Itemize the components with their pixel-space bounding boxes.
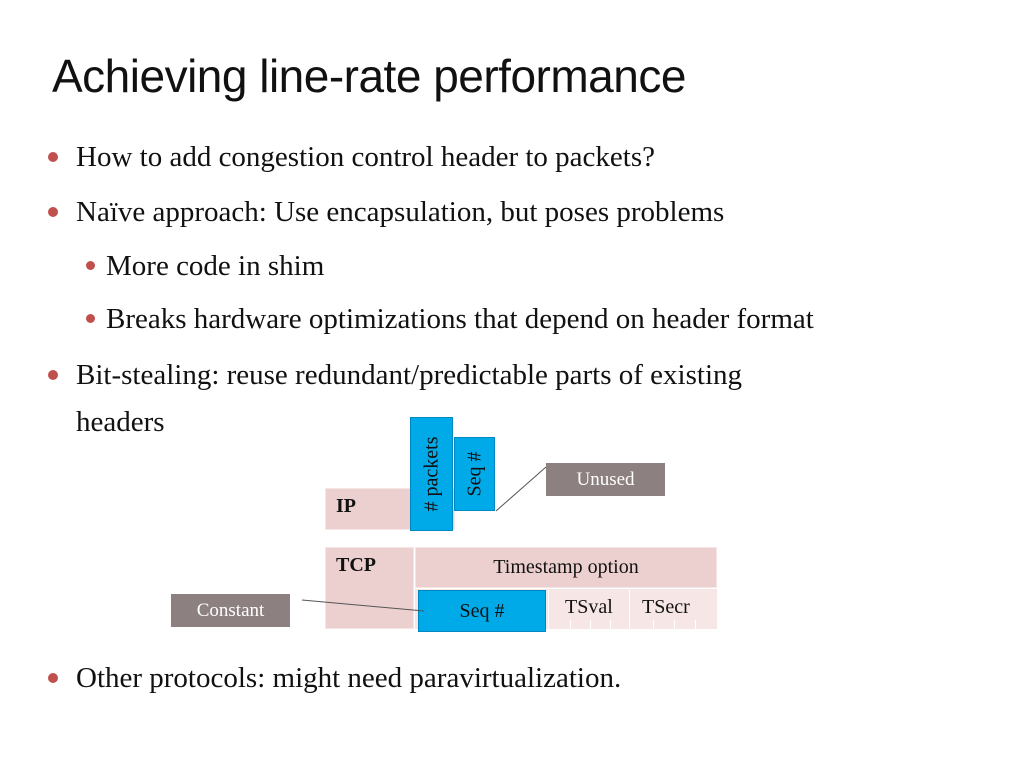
bullet-text: Breaks hardware optimizations that depen… bbox=[106, 303, 814, 335]
tsval-field: TSval bbox=[548, 590, 630, 629]
ip-header-label: IP bbox=[336, 495, 356, 517]
timestamp-option-box: Timestamp option bbox=[415, 547, 717, 588]
bullet-dot-icon bbox=[86, 261, 95, 270]
bullet-bit-stealing-continued: headers bbox=[76, 406, 165, 438]
bullet-dot-icon bbox=[86, 314, 95, 323]
unused-callout: Unused bbox=[546, 463, 665, 496]
bullet-bit-stealing: Bit-stealing: reuse redundant/predictabl… bbox=[48, 358, 742, 392]
bullet-text: Naïve approach: Use encapsulation, but p… bbox=[76, 196, 725, 228]
ip-seq-field: Seq # bbox=[454, 437, 495, 511]
constant-callout: Constant bbox=[171, 594, 290, 627]
tcp-seq-field: Seq # bbox=[418, 590, 546, 632]
tsval-label: TSval bbox=[565, 596, 613, 618]
packets-field: # packets bbox=[410, 417, 453, 531]
sub-bullet-hardware-optimizations: Breaks hardware optimizations that depen… bbox=[86, 302, 814, 336]
sub-bullet-more-code: More code in shim bbox=[86, 249, 325, 283]
bullet-naive-approach: Naïve approach: Use encapsulation, but p… bbox=[48, 195, 725, 229]
tsecr-field: TSecr bbox=[631, 590, 717, 629]
bullet-text: How to add congestion control header to … bbox=[76, 141, 656, 173]
tcp-header-box: TCP bbox=[325, 547, 414, 629]
bullet-text: More code in shim bbox=[106, 250, 325, 282]
bullet-congestion-header: How to add congestion control header to … bbox=[48, 140, 656, 174]
bullet-text: Other protocols: might need paravirtuali… bbox=[76, 662, 622, 694]
tcp-seq-field-label: Seq # bbox=[459, 599, 505, 622]
tsecr-label: TSecr bbox=[642, 596, 690, 618]
slide-title: Achieving line-rate performance bbox=[52, 50, 686, 102]
bullet-dot-icon bbox=[48, 207, 58, 217]
bullet-other-protocols: Other protocols: might need paravirtuali… bbox=[48, 661, 622, 695]
bullet-dot-icon bbox=[48, 152, 58, 162]
bullet-dot-icon bbox=[48, 673, 58, 683]
constant-connector-line bbox=[301, 599, 425, 612]
timestamp-option-label: Timestamp option bbox=[493, 556, 639, 578]
bullet-dot-icon bbox=[48, 370, 58, 380]
unused-connector-line bbox=[495, 466, 547, 512]
tcp-header-label: TCP bbox=[336, 554, 376, 576]
bullet-text: Bit-stealing: reuse redundant/predictabl… bbox=[76, 359, 742, 391]
